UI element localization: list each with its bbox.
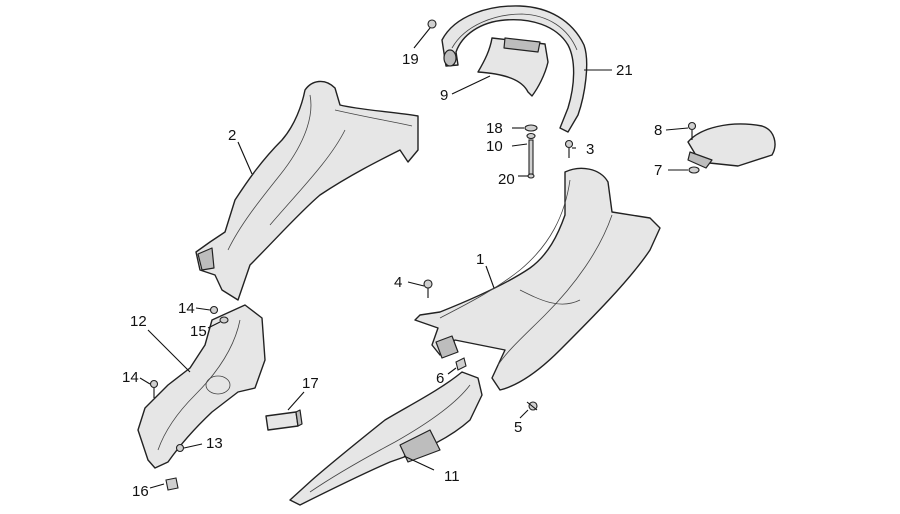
callout-13: 13 [206, 435, 223, 452]
leader-lines [139, 27, 689, 489]
part-right-lower-panel [289, 371, 483, 506]
callout-19: 19 [402, 51, 419, 68]
callout-18: 18 [486, 120, 503, 137]
callout-17: 17 [302, 375, 319, 392]
callout-3: 3 [586, 141, 594, 158]
callout-4: 4 [394, 274, 402, 291]
callout-12: 12 [130, 313, 147, 330]
callout-14-lower: 14 [122, 369, 139, 386]
callout-9: 9 [440, 87, 448, 104]
callout-21: 21 [616, 62, 633, 79]
part-right-side-cover [414, 167, 661, 391]
part-left-side-cover [195, 80, 419, 301]
callout-16: 16 [132, 483, 149, 500]
callout-14-upper: 14 [178, 300, 195, 317]
part-cover-plate [687, 123, 776, 169]
callout-2: 2 [228, 127, 236, 144]
callout-7: 7 [654, 162, 662, 179]
hardware [149, 19, 700, 491]
callout-15: 15 [190, 323, 207, 340]
part-grab-rail [441, 5, 588, 133]
part-rear-center-panel [477, 37, 549, 97]
callout-10: 10 [486, 138, 503, 155]
callout-labels: 1 2 3 4 5 6 7 8 9 10 11 12 13 14 14 15 1… [122, 51, 662, 500]
part-left-lower-panel [137, 304, 266, 469]
callout-11: 11 [444, 468, 460, 485]
callout-8: 8 [654, 122, 662, 139]
callout-20: 20 [498, 171, 515, 188]
callout-1: 1 [476, 251, 484, 268]
part-pad [265, 409, 303, 431]
callout-5: 5 [514, 419, 522, 436]
callout-6: 6 [436, 370, 444, 387]
